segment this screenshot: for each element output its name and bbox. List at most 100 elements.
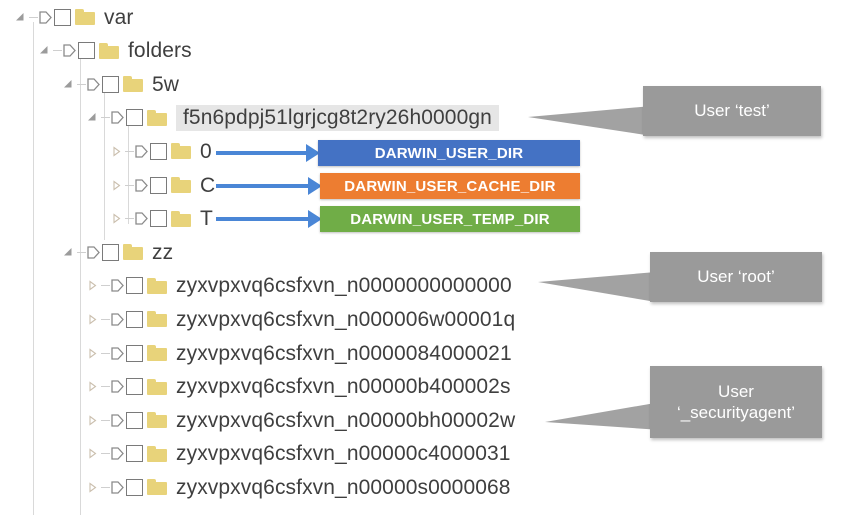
node-arrow-icon[interactable] bbox=[110, 480, 125, 495]
node-checkbox[interactable] bbox=[126, 310, 143, 328]
folder-icon bbox=[147, 109, 167, 126]
tree-row-label[interactable]: folders bbox=[128, 39, 192, 63]
expanded-triangle-icon[interactable] bbox=[62, 246, 75, 259]
connector-arrow-darwin-user-cache-dir bbox=[216, 176, 322, 196]
tree-row[interactable]: zz bbox=[62, 237, 173, 267]
tree-row-label[interactable]: var bbox=[104, 5, 134, 29]
node-arrow-icon[interactable] bbox=[110, 413, 125, 428]
node-arrow-icon[interactable] bbox=[110, 446, 125, 461]
tree-row[interactable]: C bbox=[110, 170, 215, 200]
node-checkbox[interactable] bbox=[126, 344, 143, 362]
collapsed-triangle-icon[interactable] bbox=[110, 145, 123, 158]
collapsed-triangle-icon[interactable] bbox=[86, 347, 99, 360]
node-checkbox[interactable] bbox=[150, 210, 167, 228]
expanded-triangle-icon[interactable] bbox=[38, 44, 51, 57]
node-checkbox[interactable] bbox=[126, 378, 143, 396]
collapsed-triangle-icon[interactable] bbox=[86, 279, 99, 292]
node-arrow-icon[interactable] bbox=[134, 211, 149, 226]
node-arrow-icon[interactable] bbox=[62, 43, 77, 58]
node-checkbox[interactable] bbox=[126, 411, 143, 429]
tree-row[interactable]: zyxvpxvq6csfxvn_n00000bh00002w bbox=[86, 405, 515, 435]
node-checkbox[interactable] bbox=[126, 445, 143, 463]
callout-tail-root bbox=[538, 272, 656, 302]
callout-user-test: User ‘test’ bbox=[643, 86, 821, 136]
collapsed-triangle-icon[interactable] bbox=[86, 447, 99, 460]
tree-row-label[interactable]: f5n6pdpj51lgrjcg8t2ry26h0000gn bbox=[176, 104, 499, 131]
tree-connector-line bbox=[77, 251, 86, 253]
collapsed-triangle-icon[interactable] bbox=[86, 414, 99, 427]
tree-row-label[interactable]: 0 bbox=[200, 139, 212, 163]
collapsed-triangle-icon[interactable] bbox=[86, 313, 99, 326]
callout-user-root: User ‘root’ bbox=[650, 252, 822, 302]
tree-row-label[interactable]: zyxvpxvq6csfxvn_n00000s0000068 bbox=[176, 475, 511, 499]
callout-tail-securityagent bbox=[545, 402, 661, 430]
folder-icon bbox=[123, 244, 143, 261]
tree-row[interactable]: T bbox=[110, 204, 213, 234]
tree-row[interactable]: zyxvpxvq6csfxvn_n00000c4000031 bbox=[86, 439, 511, 469]
tree-row-label[interactable]: zyxvpxvq6csfxvn_n00000bh00002w bbox=[176, 408, 516, 432]
expanded-triangle-icon[interactable] bbox=[62, 78, 75, 91]
node-arrow-icon[interactable] bbox=[110, 379, 125, 394]
tree-row-label[interactable]: zyxvpxvq6csfxvn_n0000084000021 bbox=[176, 341, 512, 365]
tree-row[interactable]: var bbox=[14, 2, 133, 32]
collapsed-triangle-icon[interactable] bbox=[86, 481, 99, 494]
node-checkbox[interactable] bbox=[126, 277, 143, 295]
tree-row[interactable]: 5w bbox=[62, 69, 179, 99]
tree-row-label[interactable]: T bbox=[200, 207, 213, 231]
callout-line-2: ‘_securityagent’ bbox=[676, 403, 796, 422]
collapsed-triangle-icon[interactable] bbox=[110, 179, 123, 192]
node-arrow-icon[interactable] bbox=[110, 278, 125, 293]
collapsed-triangle-icon[interactable] bbox=[110, 212, 123, 225]
expanded-triangle-icon[interactable] bbox=[14, 11, 27, 24]
expanded-triangle-icon[interactable] bbox=[86, 111, 99, 124]
tree-row-label[interactable]: zz bbox=[152, 240, 174, 264]
tree-connector-line bbox=[125, 218, 134, 220]
node-arrow-icon[interactable] bbox=[38, 10, 53, 25]
tree-row-label[interactable]: zyxvpxvq6csfxvn_n00000c4000031 bbox=[176, 442, 511, 466]
node-arrow-icon[interactable] bbox=[134, 144, 149, 159]
tree-row[interactable]: zyxvpxvq6csfxvn_n000006w00001q bbox=[86, 304, 515, 334]
node-checkbox[interactable] bbox=[126, 109, 143, 127]
node-arrow-icon[interactable] bbox=[86, 77, 101, 92]
collapsed-triangle-icon[interactable] bbox=[86, 380, 99, 393]
node-checkbox[interactable] bbox=[150, 142, 167, 160]
tree-row-label[interactable]: C bbox=[200, 173, 216, 197]
tree-row[interactable]: zyxvpxvq6csfxvn_n0000084000021 bbox=[86, 338, 512, 368]
node-checkbox[interactable] bbox=[126, 478, 143, 496]
node-checkbox[interactable] bbox=[54, 8, 71, 26]
node-checkbox[interactable] bbox=[150, 176, 167, 194]
node-checkbox[interactable] bbox=[102, 243, 119, 261]
node-arrow-icon[interactable] bbox=[110, 346, 125, 361]
node-checkbox[interactable] bbox=[102, 75, 119, 93]
tree-row-label[interactable]: 5w bbox=[152, 72, 180, 96]
node-arrow-icon[interactable] bbox=[110, 110, 125, 125]
tree-row[interactable]: f5n6pdpj51lgrjcg8t2ry26h0000gn bbox=[86, 103, 499, 133]
tree-row[interactable]: folders bbox=[38, 36, 192, 66]
node-arrow-icon[interactable] bbox=[86, 245, 101, 260]
callout-line-1: User bbox=[718, 381, 754, 401]
node-arrow-icon[interactable] bbox=[134, 178, 149, 193]
tree-connector-line bbox=[101, 386, 110, 388]
folder-icon bbox=[147, 445, 167, 462]
tree-connector-line bbox=[101, 453, 110, 455]
tree-connector-line bbox=[77, 83, 86, 85]
tree-connector-line bbox=[101, 486, 110, 488]
node-checkbox[interactable] bbox=[78, 42, 95, 60]
tree-row-label[interactable]: zyxvpxvq6csfxvn_n0000000000000 bbox=[176, 274, 512, 298]
env-box-label: DARWIN_USER_CACHE_DIR bbox=[344, 177, 556, 195]
tree-row-label[interactable]: zyxvpxvq6csfxvn_n00000b400002s bbox=[176, 375, 511, 399]
tree-row-label[interactable]: zyxvpxvq6csfxvn_n000006w00001q bbox=[176, 307, 516, 331]
folder-icon bbox=[75, 9, 95, 25]
tree-row[interactable]: zyxvpxvq6csfxvn_n0000000000000 bbox=[86, 271, 512, 301]
tree-connector-line bbox=[101, 285, 110, 287]
tree-connector-line bbox=[29, 16, 38, 18]
tree-row[interactable]: zyxvpxvq6csfxvn_n00000s0000068 bbox=[86, 472, 511, 502]
tree-row[interactable]: 0 bbox=[110, 136, 212, 166]
tree-row[interactable]: zyxvpxvq6csfxvn_n00000b400002s bbox=[86, 372, 511, 402]
node-arrow-icon[interactable] bbox=[110, 312, 125, 327]
tree-guide-rail bbox=[33, 22, 34, 515]
callout-tail-test bbox=[528, 106, 652, 136]
folder-icon bbox=[171, 210, 191, 227]
env-box-label: DARWIN_USER_DIR bbox=[374, 144, 524, 162]
